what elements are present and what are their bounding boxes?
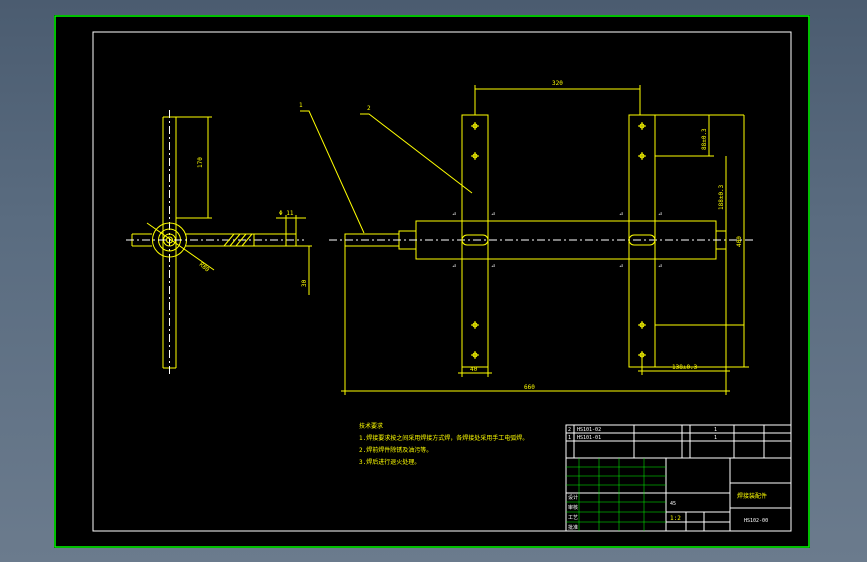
- bom-row-2-code: HS101-02: [577, 427, 601, 433]
- bom-row-1-code: HS101-01: [577, 435, 601, 441]
- svg-text:⊿: ⊿: [619, 263, 623, 269]
- part-name: 焊接装配件: [737, 492, 767, 500]
- dim-88-label: 88±0.3: [701, 128, 708, 150]
- svg-text:1: 1: [568, 435, 571, 441]
- item-2-label: 2: [367, 105, 371, 112]
- notes-title: 技术要求: [359, 422, 383, 430]
- drawing-number: HS102-00: [744, 518, 768, 524]
- svg-text:⊿: ⊿: [491, 263, 495, 269]
- drawing-canvas: 170 Φ 11 30 R80: [54, 15, 810, 548]
- svg-text:⊿: ⊿: [491, 211, 495, 217]
- notes-line-2: 2.焊前焊件除锈及油污等。: [359, 446, 432, 454]
- drawing-border: [92, 31, 792, 532]
- dim-30-label: 30: [301, 279, 308, 287]
- dim-660-label: 660: [524, 384, 535, 391]
- notes-line-3: 3.焊后进行退火处理。: [359, 458, 420, 466]
- title-block: 2 HS101-02 1 1 HS101-01 1 设计 审核 工艺 批准 45…: [565, 424, 792, 532]
- sign-review: 审核: [568, 504, 578, 511]
- side-view: 170 Φ 11 30 R80: [126, 110, 312, 375]
- dim-138-label: 138±0.3: [672, 364, 698, 371]
- dim-phi11-label: Φ 11: [279, 210, 294, 217]
- sign-design: 设计: [568, 494, 578, 501]
- technical-notes: 技术要求 1.焊接要求按之间采用焊接方式焊，各焊接处采用手工电弧焊。 2.焊前焊…: [359, 422, 528, 466]
- svg-text:⊿: ⊿: [619, 211, 623, 217]
- scale-value: 1:2: [670, 515, 681, 522]
- front-view: 1 2 320 ⊿ ⊿ ⊿ ⊿ ⊿ ⊿ ⊿ ⊿: [299, 80, 754, 395]
- material-label: 45: [670, 501, 676, 507]
- notes-line-1: 1.焊接要求按之间采用焊接方式焊，各焊接处采用手工电弧焊。: [359, 434, 528, 442]
- svg-text:⊿: ⊿: [658, 263, 662, 269]
- svg-text:⊿: ⊿: [658, 211, 662, 217]
- outer-frame: [54, 15, 810, 548]
- sign-approve: 批准: [568, 524, 578, 531]
- sign-process: 工艺: [568, 515, 578, 521]
- svg-text:1: 1: [714, 435, 717, 441]
- leader-2: [360, 113, 473, 194]
- svg-text:⊿: ⊿: [452, 211, 456, 217]
- svg-text:1: 1: [714, 427, 717, 433]
- svg-text:⊿: ⊿: [452, 263, 456, 269]
- dim-r80-label: R80: [198, 261, 211, 274]
- dim-400-label: 400: [736, 236, 743, 247]
- cad-viewport[interactable]: 170 Φ 11 30 R80: [54, 15, 810, 548]
- svg-text:2: 2: [568, 427, 571, 433]
- leader-1: [300, 110, 365, 234]
- dim-188-label: 188±0.3: [718, 184, 725, 210]
- dim-170-label: 170: [197, 157, 204, 168]
- dim-40-label: 40: [470, 366, 478, 373]
- dim-320-label: 320: [552, 80, 563, 87]
- item-1-label: 1: [299, 102, 303, 109]
